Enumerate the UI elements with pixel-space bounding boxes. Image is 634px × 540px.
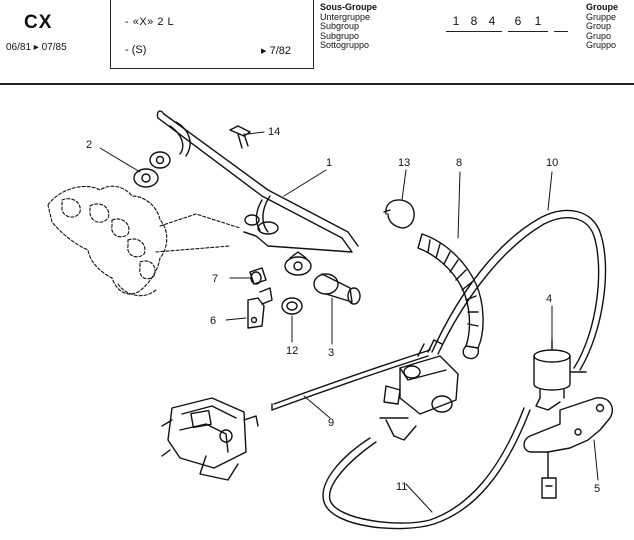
callout-7: 7 <box>212 273 218 285</box>
code-underline-1 <box>446 31 502 32</box>
code-underline-3 <box>554 31 568 32</box>
callout-4: 4 <box>546 293 552 305</box>
date-range: 06/81 ▸ 07/85 <box>6 42 67 53</box>
hose-9 <box>271 349 431 411</box>
code-digit-4: 6 <box>514 14 522 28</box>
code-digit-2: 8 <box>470 14 478 28</box>
hose-clamp-13 <box>383 199 415 229</box>
callout-11: 11 <box>396 481 407 493</box>
code-underline-2 <box>508 31 548 32</box>
carburettor <box>161 397 259 481</box>
callout-5: 5 <box>594 483 600 495</box>
cap-7 <box>249 267 267 285</box>
suffix-label: - (S) <box>125 44 147 56</box>
pipe-assembly-1 <box>156 110 359 253</box>
group-label-de: Gruppe <box>586 11 617 22</box>
subgroup-label-en: Subgroup <box>320 21 360 32</box>
engine-label: - «X» 2 L <box>125 16 175 28</box>
subgroup-label-it: Sottogruppo <box>320 40 370 51</box>
model-code: CX <box>24 12 53 33</box>
code-digit-3: 4 <box>488 14 496 28</box>
callout-8: 8 <box>456 157 462 169</box>
subgroup-labels: Sous-Groupe Untergruppe Subgroup Subgrup… <box>320 2 378 51</box>
screw-14 <box>229 125 251 149</box>
callout-6: 6 <box>210 315 216 327</box>
header-separator <box>0 83 634 85</box>
mounting-bracket-5 <box>523 397 614 499</box>
code-digit-5: 1 <box>534 14 542 28</box>
intake-manifold <box>47 185 241 297</box>
control-valve <box>379 339 459 441</box>
clamp-12 <box>281 297 303 315</box>
group-label-es: Grupo <box>586 30 612 41</box>
code-digit-1: 1 <box>452 14 460 28</box>
hose-11 <box>322 407 531 530</box>
group-label-it: Gruppo <box>586 40 617 51</box>
callout-14: 14 <box>268 126 280 138</box>
callout-9: 9 <box>328 417 334 429</box>
engine-info-box: - «X» 2 L - (S) ▸ 7/82 <box>110 0 314 69</box>
subgroup-label-fr: Sous-Groupe <box>320 2 378 12</box>
hose-10 <box>431 209 607 371</box>
subgroup-label-es: Subgrupo <box>320 30 360 41</box>
callout-13: 13 <box>398 157 410 169</box>
leader-lines <box>99 131 599 513</box>
callout-10: 10 <box>546 157 558 169</box>
callout-2: 2 <box>86 139 92 151</box>
subgroup-label-de: Untergruppe <box>320 11 371 22</box>
valve-3 <box>284 251 361 305</box>
group-label-en: Group <box>586 21 612 32</box>
vacuum-capsule-4 <box>533 339 587 411</box>
callout-3: 3 <box>328 347 334 359</box>
hose-8 <box>417 233 484 360</box>
reference-label: ▸ 7/82 <box>261 45 291 57</box>
callout-12: 12 <box>286 345 298 357</box>
bracket-6 <box>247 287 273 329</box>
group-label-fr: Groupe <box>586 2 619 12</box>
callout-1: 1 <box>326 157 332 169</box>
group-labels: Groupe Gruppe Group Grupo Gruppo <box>586 2 619 51</box>
gasket-2 <box>133 151 171 188</box>
